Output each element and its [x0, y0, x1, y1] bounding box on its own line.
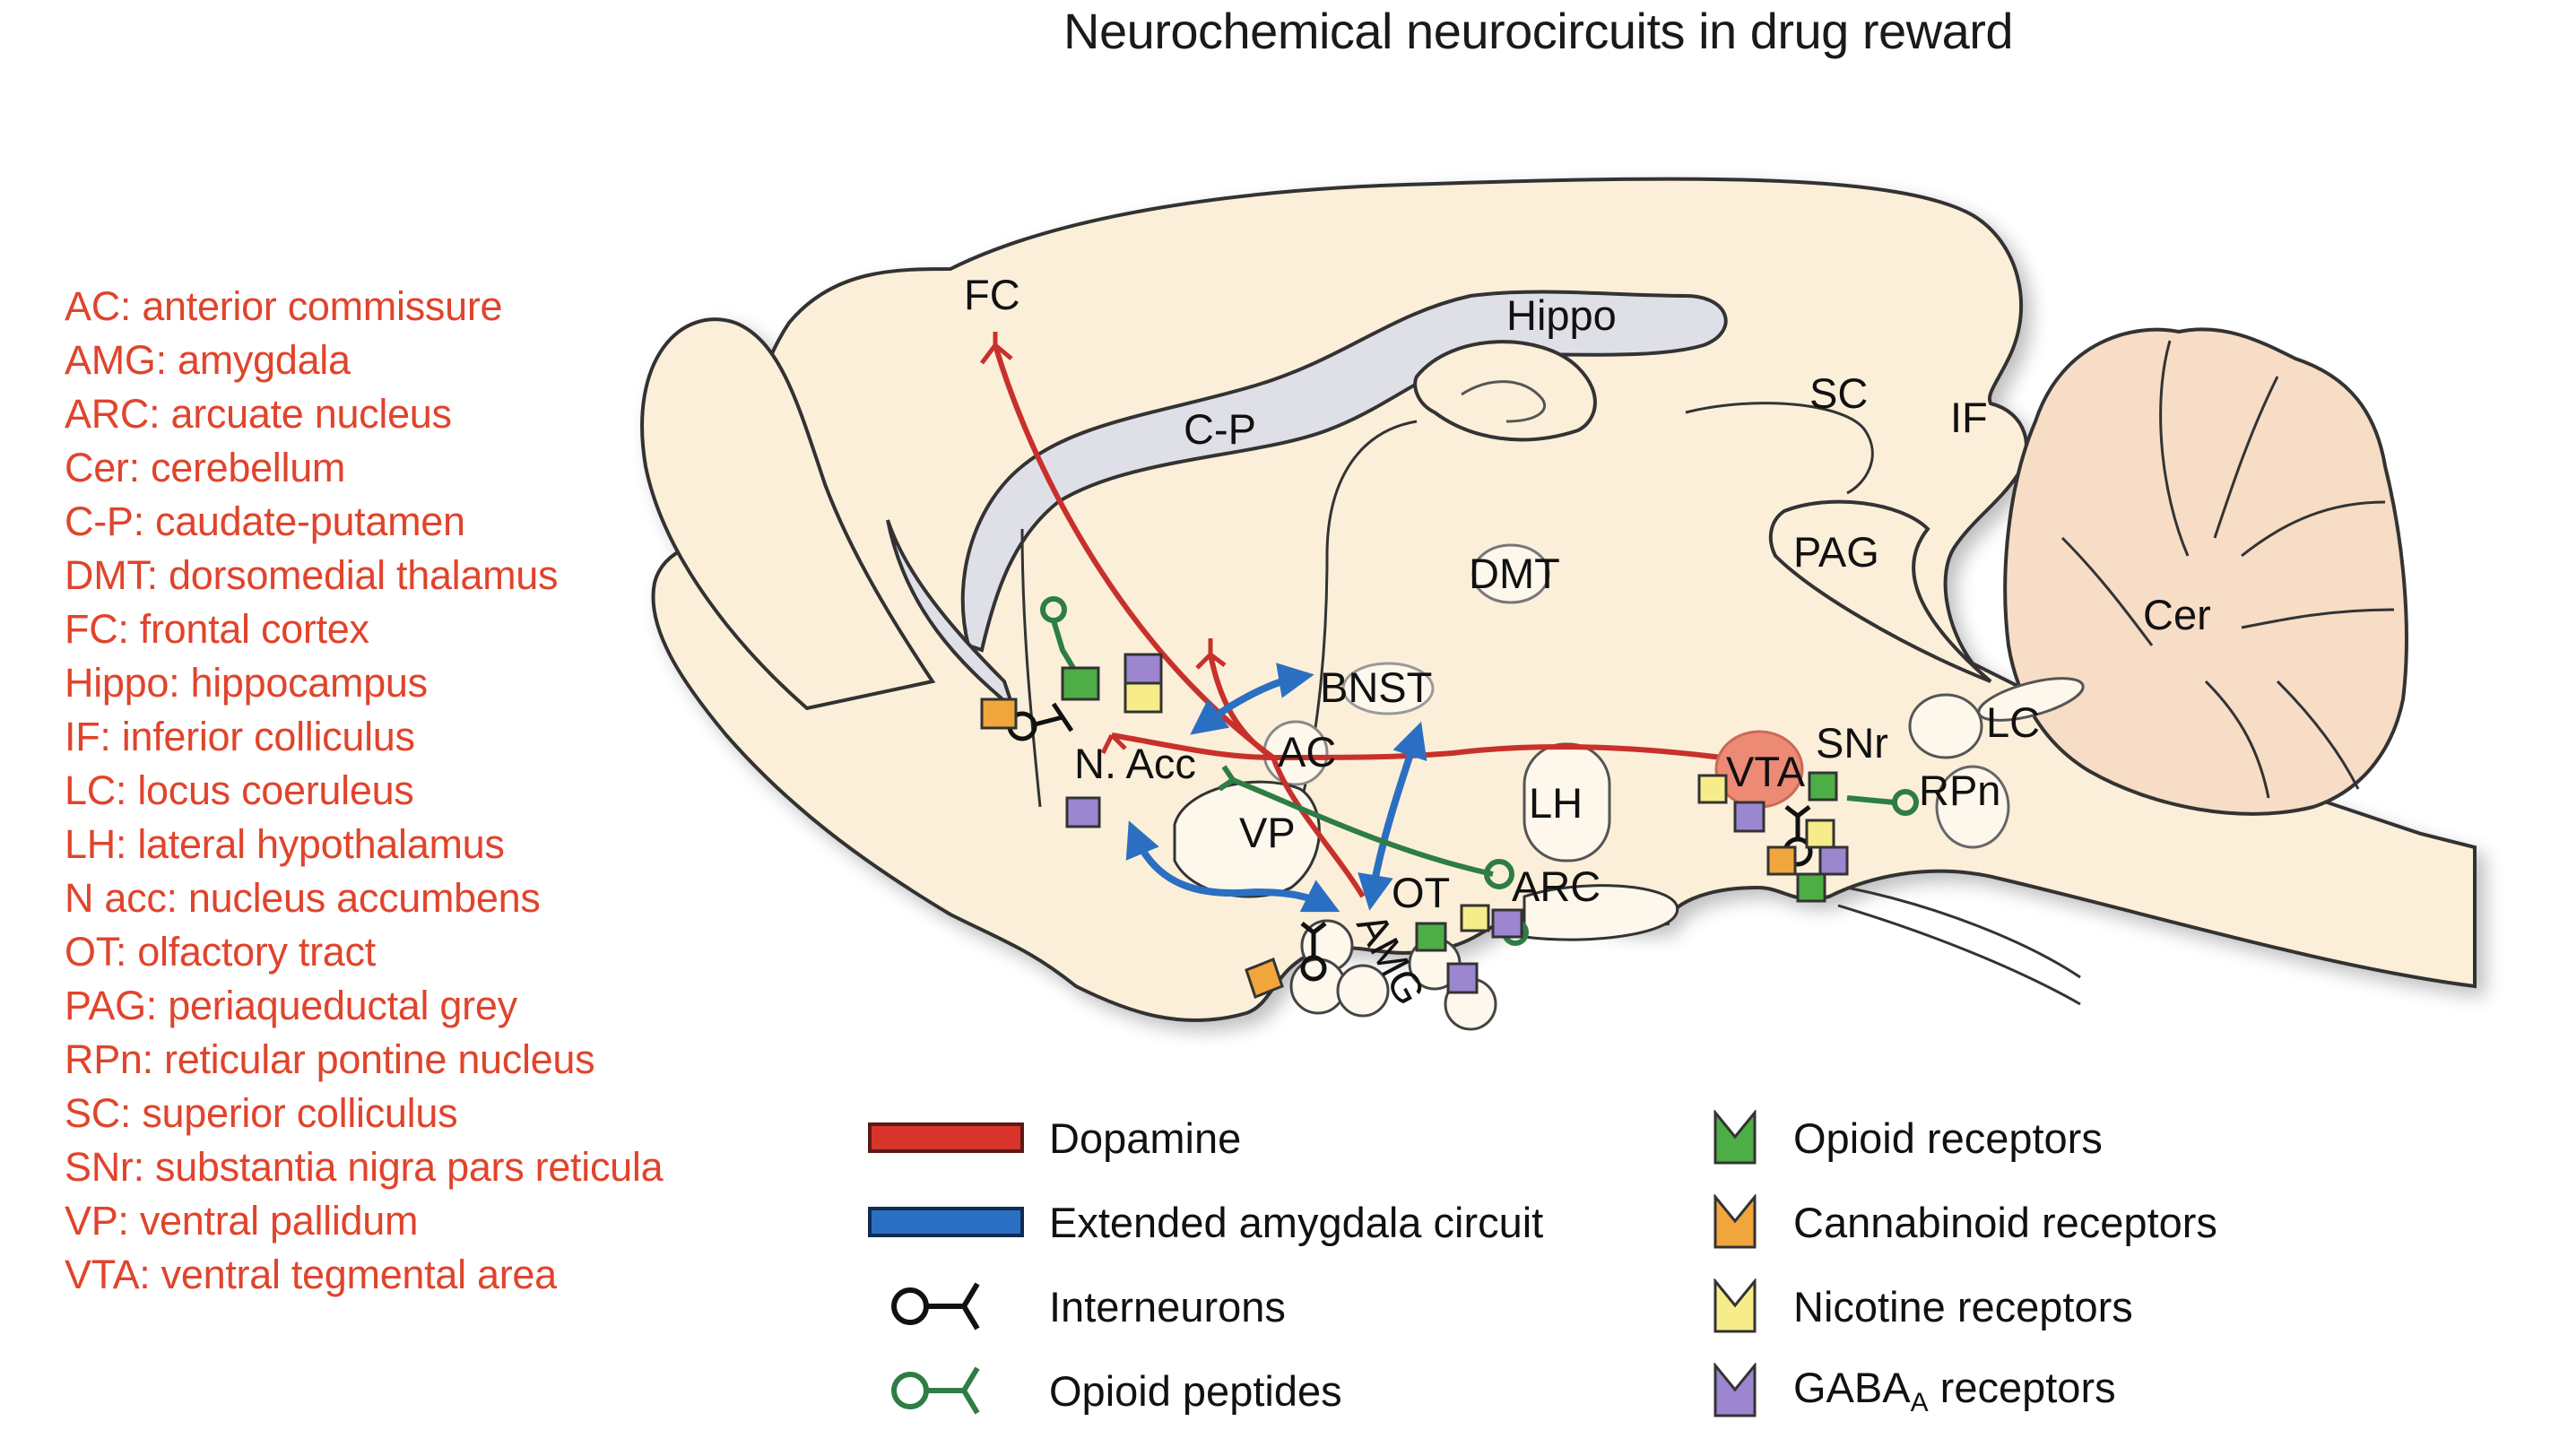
green-receptor-icon [1695, 1110, 1775, 1165]
abbreviation-item: SC: superior colliculus [65, 1090, 458, 1136]
abbreviation-item: N acc: nucleus accumbens [65, 875, 541, 921]
opioid-receptor-icon [1415, 922, 1447, 952]
nicotine-receptor-icon [1697, 774, 1728, 804]
bnst-outline [1341, 662, 1435, 715]
abbreviation-item: PAG: periaqueductal grey [65, 983, 517, 1028]
gaba-receptor-icon [1446, 962, 1479, 994]
abbreviation-item: FC: frontal cortex [65, 606, 369, 652]
figure-title: Neurochemical neurocircuits in drug rewa… [1063, 3, 2014, 59]
legend-item-nicotine-receptors: Nicotine receptors [1695, 1264, 2217, 1348]
abbreviation-item: LC: locus coeruleus [65, 767, 414, 813]
pag-shape [1768, 499, 1992, 683]
region-label-vp: VP [1239, 809, 1296, 856]
cannabinoid-receptor-icon [980, 698, 1018, 730]
abbreviation-item: LH: lateral hypothalamus [65, 821, 505, 867]
legend-item-opioid-receptors: Opioid receptors [1695, 1096, 2217, 1180]
nicotine-receptor-icon [1460, 904, 1490, 932]
region-label-bnst: BNST [1320, 663, 1432, 711]
region-label-lc: LC [1986, 698, 2040, 746]
opioid-receptor-icon [1808, 771, 1838, 802]
brain-outline [640, 177, 2477, 1023]
region-label-ac: AC [1278, 728, 1336, 776]
abbreviation-item: ARC: arcuate nucleus [65, 391, 452, 437]
region-label-ot: OT [1392, 869, 1450, 916]
legend-receptors: Opioid receptors Cannabinoid receptors N… [1695, 1096, 2217, 1433]
abbreviation-item: OT: olfactory tract [65, 929, 376, 975]
green-neuron-icon [861, 1364, 1031, 1417]
abbreviation-item: IF: inferior colliculus [65, 714, 415, 759]
legend-item-cannabinoid-receptors: Cannabinoid receptors [1695, 1180, 2217, 1264]
cannabinoid-receptor-icon [1245, 958, 1284, 999]
gaba-receptor-icon [1491, 908, 1523, 939]
legend-item-opioid-peptides: Opioid peptides [861, 1348, 1543, 1433]
black-neuron-icon [861, 1279, 1031, 1333]
abbreviation-item: C-P: caudate-putamen [65, 498, 465, 544]
blue-line-icon [861, 1195, 1031, 1249]
region-label-cer: Cer [2143, 591, 2211, 638]
region-label-if: IF [1950, 394, 1988, 441]
legend-item-interneurons: Interneurons [861, 1264, 1543, 1348]
gaba-receptor-icon [1124, 653, 1163, 685]
abbreviation-item: RPn: reticular pontine nucleus [65, 1036, 595, 1082]
opioid-peptide-pathways [1040, 596, 1919, 946]
red-line-icon [861, 1111, 1031, 1165]
arc-outline [1523, 884, 1679, 941]
cerebellum-shape [2003, 327, 2408, 816]
abbreviation-item: AMG: amygdala [65, 337, 351, 383]
gaba-receptor-icon [1733, 801, 1766, 833]
nicotine-receptor-icon [1805, 819, 1835, 849]
region-label-nacc: N. Acc [1074, 740, 1196, 787]
gaba-receptor-icon [1065, 796, 1101, 828]
lateral-ventricle [960, 290, 1728, 653]
region-label-rpn: RPn [1919, 767, 2000, 814]
abbreviation-list: AC: anterior commissure AMG: amygdala AR… [65, 280, 664, 1302]
region-label-lh: LH [1529, 779, 1583, 827]
legend-item-dopamine: Dopamine [861, 1096, 1543, 1180]
region-label-snr: SNr [1816, 719, 1888, 767]
region-label-dmt: DMT [1469, 550, 1560, 597]
region-label-sc: SC [1809, 369, 1868, 417]
abbreviation-item: Cer: cerebellum [65, 445, 346, 490]
nicotine-receptor-icon [1124, 681, 1163, 714]
cannabinoid-receptor-icon [1766, 845, 1797, 876]
abbreviation-item: Hippo: hippocampus [65, 660, 428, 706]
abbreviation-item: DMT: dorsomedial thalamus [65, 552, 559, 598]
receptor-markers [980, 653, 1849, 999]
region-label-vta: VTA [1726, 748, 1806, 795]
opioid-receptor-icon [1061, 666, 1100, 701]
legend-item-extended-amygdala: Extended amygdala circuit [861, 1180, 1543, 1264]
abbreviation-item: VP: ventral pallidum [65, 1198, 419, 1244]
extended-amygdala-pathways [1125, 663, 1427, 913]
region-label-hippo: Hippo [1506, 291, 1617, 339]
region-label-pag: PAG [1793, 528, 1879, 576]
legend-pathways: Dopamine Extended amygdala circuit Inter… [861, 1096, 1543, 1433]
yellow-receptor-icon [1695, 1278, 1775, 1333]
abbreviation-item: SNr: substantia nigra pars reticula [65, 1144, 664, 1190]
abbreviation-item: AC: anterior commissure [65, 283, 503, 329]
hippocampus-shape [1413, 340, 1597, 442]
dmt-outline [1471, 543, 1550, 604]
region-label-cp: C-P [1184, 405, 1256, 453]
orange-receptor-icon [1695, 1194, 1775, 1249]
purple-receptor-icon [1695, 1363, 1775, 1417]
abbreviation-item: VTA: ventral tegmental area [65, 1252, 557, 1297]
legend-item-gaba-receptors: GABAA receptors [1695, 1348, 2217, 1433]
opioid-receptor-icon [1796, 872, 1826, 903]
gaba-receptor-icon [1818, 845, 1849, 876]
region-label-arc: ARC [1512, 862, 1601, 910]
region-label-fc: FC [964, 271, 1020, 318]
